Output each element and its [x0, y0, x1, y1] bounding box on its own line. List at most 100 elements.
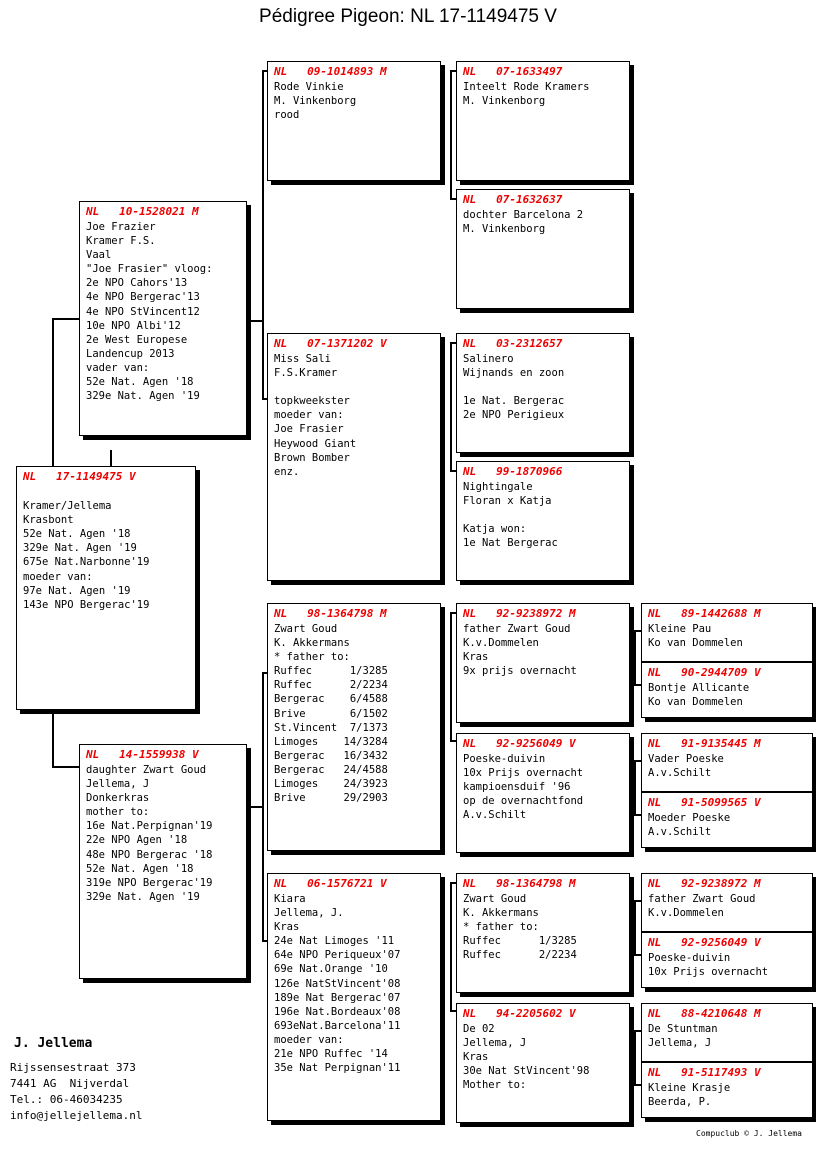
owner-phone: Tel.: 06-46034235 [10, 1093, 123, 1106]
details-gen5-b1: Vader Poeske A.v.Schilt [648, 753, 724, 780]
details-father-father-father: Inteelt Rode Kramers M. Vinkenborg [463, 81, 590, 108]
connector-ff-to-fff [450, 70, 458, 72]
pedigree-box-gen5-a2[interactable]: NL 90-2944709 V Bontje Allicante Ko van … [642, 661, 812, 717]
pedigree-box-mother-father-mother[interactable]: NL 92-9256049 V Poeske-duivin 10x Prijs … [456, 733, 630, 853]
connector-mfm-to-b1 [634, 760, 642, 762]
details-mother-mother-mother: De 02 Jellema, J Kras 30e Nat StVincent'… [463, 1023, 590, 1092]
connector-ff-to-ffm [450, 198, 458, 200]
ring-number-father-mother-mother: NL 99-1870966 [463, 465, 563, 478]
details-mother-mother-father: Zwart Goud K. Akkermans * father to: Ruf… [463, 893, 577, 962]
owner-email[interactable]: info@jellejellema.nl [10, 1109, 143, 1122]
details-mother-father-mother: Poeske-duivin 10x Prijs overnacht kampio… [463, 753, 584, 822]
details-gen5-b2: Moeder Poeske A.v.Schilt [648, 812, 731, 839]
pedigree-pair-mother-mother-mother: NL 88-4210648 M De Stuntman Jellema, J N… [641, 1003, 813, 1118]
connector-fm-to-fmf [450, 342, 458, 344]
pedigree-box-gen5-d1[interactable]: NL 88-4210648 M De Stuntman Jellema, J [642, 1004, 812, 1061]
details-mother-father-father: father Zwart Goud K.v.Dommelen Kras 9x p… [463, 623, 577, 678]
ring-number-mother-father-mother: NL 92-9256049 V [463, 737, 576, 750]
pedigree-box-father-mother[interactable]: NL 07-1371202 V Miss Sali F.S.Kramer top… [267, 333, 441, 581]
pedigree-box-gen5-b1[interactable]: NL 91-9135445 M Vader Poeske A.v.Schilt [642, 734, 812, 791]
ring-number-gen5-c1: NL 92-9238972 M [648, 877, 761, 890]
details-father-mother: Miss Sali F.S.Kramer topkweekster moeder… [274, 353, 357, 478]
connector-mmm-vertical [634, 1030, 636, 1086]
pedigree-box-mother-mother[interactable]: NL 06-1576721 V Kiara Jellema, J. Kras 2… [267, 873, 441, 1121]
connector-mm-to-mmm [450, 1010, 458, 1012]
pedigree-box-gen5-d2[interactable]: NL 91-5117493 V Kleine Krasje Beerda, P. [642, 1061, 812, 1117]
ring-number-gen5-d2: NL 91-5117493 V [648, 1066, 761, 1079]
connector-mmm-to-d2 [634, 1084, 642, 1086]
ring-number-mother-mother: NL 06-1576721 V [274, 877, 387, 890]
connector-subject-stem [110, 450, 112, 466]
pedigree-box-father-father[interactable]: NL 09-1014893 M Rode Vinkie M. Vinkenbor… [267, 61, 441, 181]
connector-father-vertical [262, 70, 264, 400]
details-father-mother-mother: Nightingale Floran x Katja Katja won: 1e… [463, 481, 558, 550]
pedigree-box-gen5-c2[interactable]: NL 92-9256049 V Poeske-duivin 10x Prijs … [642, 931, 812, 987]
details-gen5-a1: Kleine Pau Ko van Dommelen [648, 623, 743, 650]
pedigree-box-gen5-a1[interactable]: NL 89-1442688 M Kleine Pau Ko van Dommel… [642, 604, 812, 661]
ring-number-mother-father: NL 98-1364798 M [274, 607, 387, 620]
ring-number-father-father-father: NL 07-1633497 [463, 65, 563, 78]
owner-city: 7441 AG Nijverdal [10, 1077, 130, 1090]
pedigree-box-mother-mother-father[interactable]: NL 98-1364798 M Zwart Goud K. Akkermans … [456, 873, 630, 993]
connector-mff-to-a1 [634, 630, 642, 632]
ring-number-gen5-b2: NL 91-5099565 V [648, 796, 761, 809]
ring-number-mother-mother-father: NL 98-1364798 M [463, 877, 576, 890]
details-subject: Kramer/Jellema Krasbont 52e Nat. Agen '1… [23, 500, 150, 611]
details-mother: daughter Zwart Goud Jellema, J Donkerkra… [86, 764, 213, 903]
connector-ff-vertical [450, 70, 452, 200]
connector-father-to-fm [262, 398, 270, 400]
connector-mmf-to-c1 [634, 900, 642, 902]
ring-number-mother: NL 14-1559938 V [86, 748, 199, 761]
details-father-father: Rode Vinkie M. Vinkenborg rood [274, 81, 357, 122]
connector-mmf-vertical [634, 900, 636, 956]
details-gen5-c2: Poeske-duivin 10x Prijs overnacht [648, 952, 769, 979]
ring-number-father: NL 10-1528021 M [86, 205, 199, 218]
pedigree-box-father-mother-mother[interactable]: NL 99-1870966 Nightingale Floran x Katja… [456, 461, 630, 581]
pedigree-box-mother-father[interactable]: NL 98-1364798 M Zwart Goud K. Akkermans … [267, 603, 441, 851]
ring-number-subject: NL 17-1149475 V [23, 470, 136, 483]
connector-mfm-to-b2 [634, 814, 642, 816]
connector-mmm-to-d1 [634, 1030, 642, 1032]
software-credit: Compuclub © J. Jellema [696, 1129, 802, 1138]
details-gen5-d2: Kleine Krasje Beerda, P. [648, 1082, 731, 1109]
details-gen5-d1: De Stuntman Jellema, J [648, 1023, 718, 1050]
details-father-mother-father: Salinero Wijnands en zoon 1e Nat. Berger… [463, 353, 565, 422]
page-title: Pédigree Pigeon: NL 17-1149475 V [259, 6, 557, 27]
owner-street: Rijssensestraat 373 [10, 1061, 136, 1074]
ring-number-gen5-d1: NL 88-4210648 M [648, 1007, 761, 1020]
connector-mff-to-a2 [634, 684, 642, 686]
pedigree-box-father-mother-father[interactable]: NL 03-2312657 Salinero Wijnands en zoon … [456, 333, 630, 453]
pedigree-box-mother-mother-mother[interactable]: NL 94-2205602 V De 02 Jellema, J Kras 30… [456, 1003, 630, 1123]
connector-mother-to-mf [262, 672, 270, 674]
connector-fm-to-fmm [450, 470, 458, 472]
ring-number-father-father-mother: NL 07-1632637 [463, 193, 563, 206]
pedigree-box-mother[interactable]: NL 14-1559938 V daughter Zwart Goud Jell… [79, 744, 247, 979]
pedigree-box-father[interactable]: NL 10-1528021 M Joe Frazier Kramer F.S. … [79, 201, 247, 436]
ring-number-mother-father-father: NL 92-9238972 M [463, 607, 576, 620]
connector-father-stem [246, 320, 264, 322]
ring-number-father-mother-father: NL 03-2312657 [463, 337, 563, 350]
pedigree-pair-mother-father-father: NL 89-1442688 M Kleine Pau Ko van Dommel… [641, 603, 813, 718]
connector-mm-to-mmf [450, 882, 458, 884]
connector-mm-vertical [450, 882, 452, 1012]
details-father-father-mother: dochter Barcelona 2 M. Vinkenborg [463, 209, 584, 236]
connector-mfm-vertical [634, 760, 636, 816]
pedigree-pair-mother-father-mother: NL 91-9135445 M Vader Poeske A.v.Schilt … [641, 733, 813, 848]
connector-subject-to-father [52, 318, 80, 320]
pedigree-box-father-father-mother[interactable]: NL 07-1632637 dochter Barcelona 2 M. Vin… [456, 189, 630, 309]
ring-number-gen5-b1: NL 91-9135445 M [648, 737, 761, 750]
pedigree-box-subject[interactable]: NL 17-1149475 V Kramer/Jellema Krasbont … [16, 466, 196, 710]
details-mother-father: Zwart Goud K. Akkermans * father to: Ruf… [274, 623, 388, 805]
pedigree-box-father-father-father[interactable]: NL 07-1633497 Inteelt Rode Kramers M. Vi… [456, 61, 630, 181]
details-gen5-c1: father Zwart Goud K.v.Dommelen [648, 893, 756, 920]
pedigree-pair-mother-mother-father: NL 92-9238972 M father Zwart Goud K.v.Do… [641, 873, 813, 988]
connector-mf-to-mfm [450, 740, 458, 742]
connector-mf-vertical [450, 612, 452, 742]
connector-father-to-ff [262, 70, 270, 72]
pedigree-box-mother-father-father[interactable]: NL 92-9238972 M father Zwart Goud K.v.Do… [456, 603, 630, 723]
pedigree-box-gen5-c1[interactable]: NL 92-9238972 M father Zwart Goud K.v.Do… [642, 874, 812, 931]
ring-number-gen5-a1: NL 89-1442688 M [648, 607, 761, 620]
connector-mmf-to-c2 [634, 954, 642, 956]
pedigree-box-gen5-b2[interactable]: NL 91-5099565 V Moeder Poeske A.v.Schilt [642, 791, 812, 847]
